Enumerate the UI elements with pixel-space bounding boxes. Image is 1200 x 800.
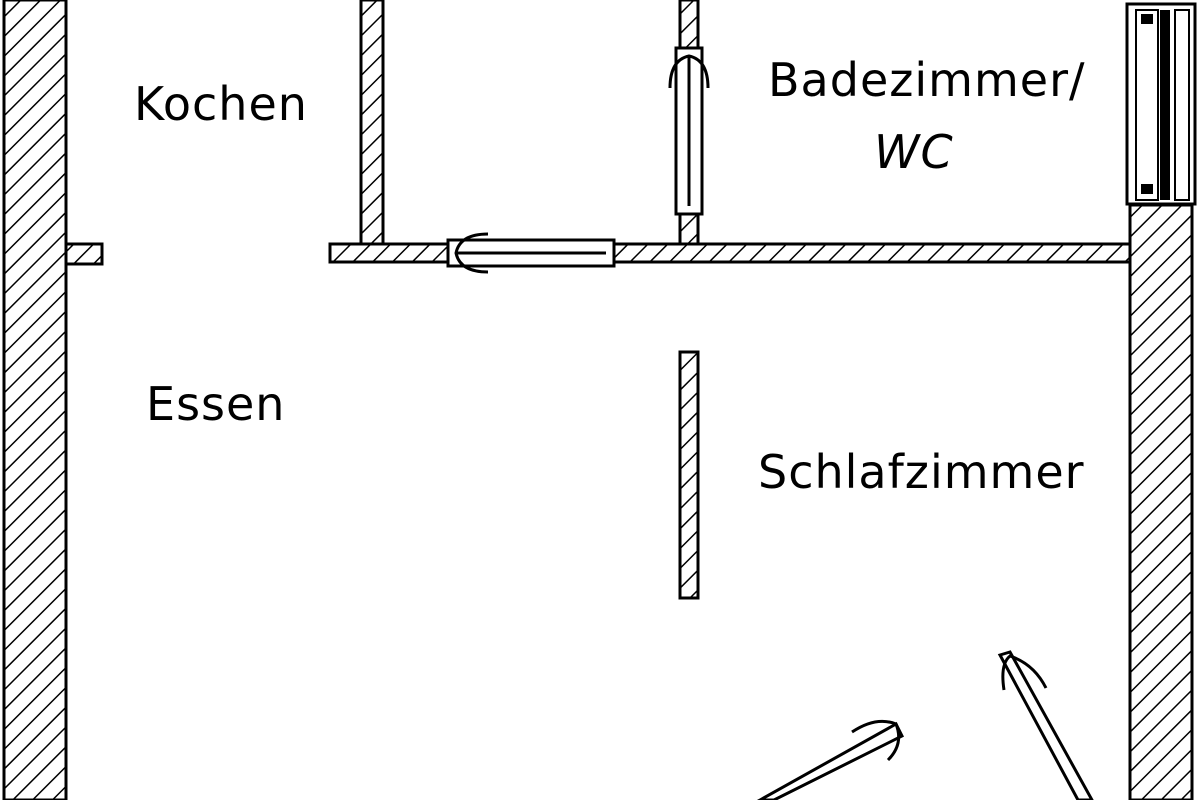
partition-wall — [678, 350, 700, 600]
sliding-door-hall — [446, 232, 616, 274]
room-label-bedroom: Schlafzimmer — [758, 445, 1085, 499]
room-label-kitchen: Kochen — [134, 77, 308, 131]
interior-wall-kitchen — [359, 0, 385, 246]
exterior-wall-left — [2, 0, 68, 800]
sliding-door-bathroom — [668, 46, 710, 216]
door-leaf-right — [997, 650, 1094, 800]
door-leaf-left — [756, 719, 905, 800]
room-label-bathroom: Badezimmer/ — [768, 53, 1086, 107]
wall-stub-left — [64, 242, 104, 266]
room-label-dining: Essen — [146, 377, 285, 431]
window-element — [1125, 2, 1197, 206]
exterior-wall-right — [1128, 203, 1194, 800]
room-label-bathroom-wc: WC — [874, 125, 954, 179]
